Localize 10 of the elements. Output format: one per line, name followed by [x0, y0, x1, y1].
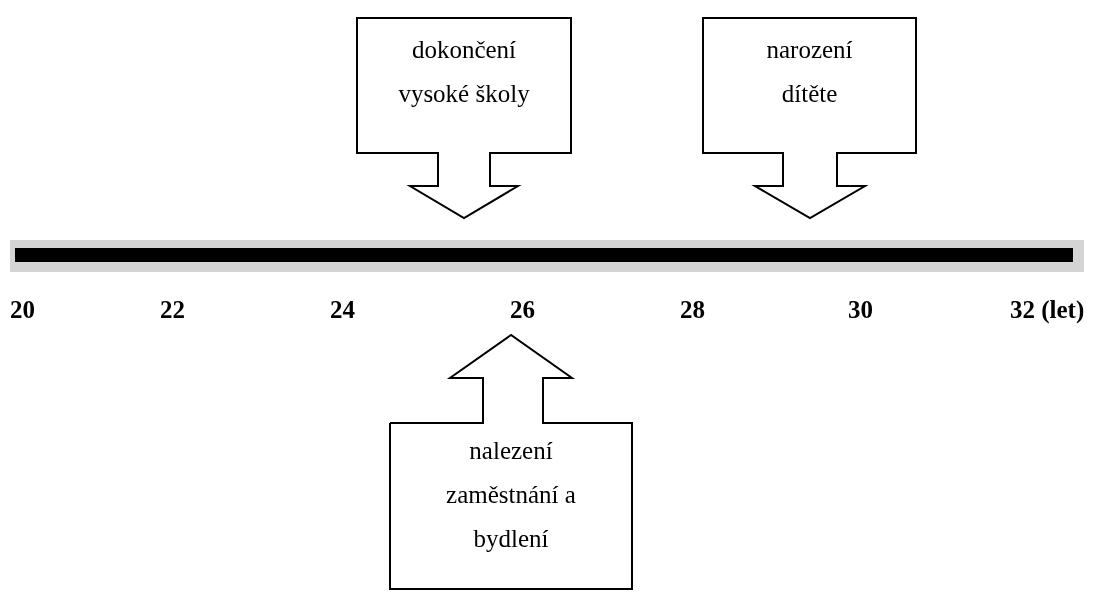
- age-tick-label: 20: [10, 296, 35, 324]
- age-tick-label: 22: [160, 296, 185, 324]
- age-tick-label: 32 (let): [1010, 296, 1085, 324]
- age-tick-label: 30: [848, 296, 873, 324]
- age-tick-label: 26: [510, 296, 535, 324]
- age-tick-label: 24: [330, 296, 355, 324]
- age-tick-label: 28: [680, 296, 705, 324]
- event-label: nalezení zaměstnání a bydlení: [445, 436, 577, 554]
- event-label: dokončení vysoké školy: [397, 35, 531, 109]
- event-label: narození dítěte: [765, 35, 854, 109]
